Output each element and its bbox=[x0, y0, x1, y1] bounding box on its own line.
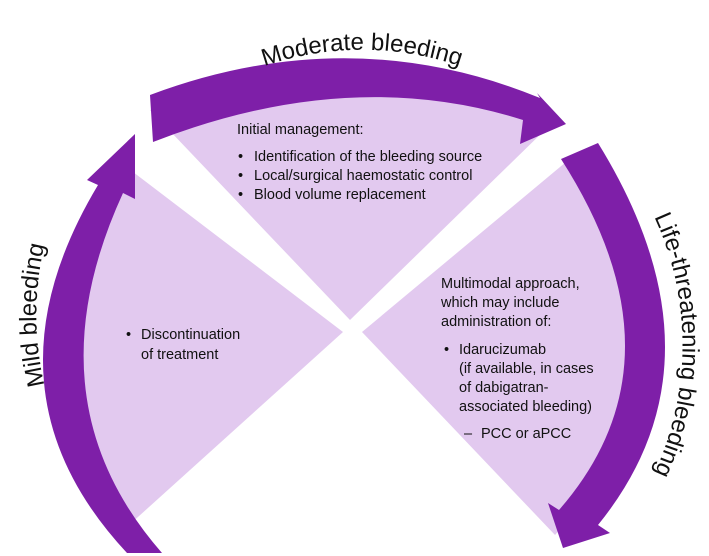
top-bullet-dot: • bbox=[238, 168, 243, 184]
right-sector bbox=[362, 162, 638, 535]
top-bullet-dot: • bbox=[238, 187, 243, 203]
right-bullet-line-4: associated bleeding) bbox=[459, 399, 592, 415]
top-arc-arrow bbox=[150, 58, 566, 145]
top-sector bbox=[150, 90, 550, 320]
right-intro-line-3: administration of: bbox=[441, 314, 551, 330]
right-bullet-dot: • bbox=[444, 342, 449, 358]
top-bullet-1: Identification of the bleeding source bbox=[254, 149, 482, 165]
left-bullet-line-2: of treatment bbox=[141, 347, 218, 363]
right-intro-line-1: Multimodal approach, bbox=[441, 276, 580, 292]
top-bullet-dot: • bbox=[238, 149, 243, 165]
left-sector bbox=[64, 162, 343, 535]
right-dash-symbol: – bbox=[464, 426, 473, 442]
right-bullet-line-1: Idarucizumab bbox=[459, 342, 546, 358]
right-dash-item: PCC or aPCC bbox=[481, 426, 571, 442]
right-bullet-line-2: (if available, in cases bbox=[459, 361, 594, 377]
mild-bleeding-label: Mild bleeding bbox=[15, 240, 50, 389]
right-bullet-line-3: of dabigatran- bbox=[459, 380, 549, 396]
top-bullet-3: Blood volume replacement bbox=[254, 187, 426, 203]
right-arc-arrow bbox=[548, 143, 665, 548]
top-sector-heading: Initial management: bbox=[237, 122, 364, 138]
top-bullet-2: Local/surgical haemostatic control bbox=[254, 168, 472, 184]
left-bullet-line-1: Discontinuation bbox=[141, 327, 240, 343]
left-bullet-dot: • bbox=[126, 327, 131, 343]
left-arc-arrow bbox=[42, 134, 162, 553]
right-intro-line-2: which may include bbox=[440, 295, 559, 311]
